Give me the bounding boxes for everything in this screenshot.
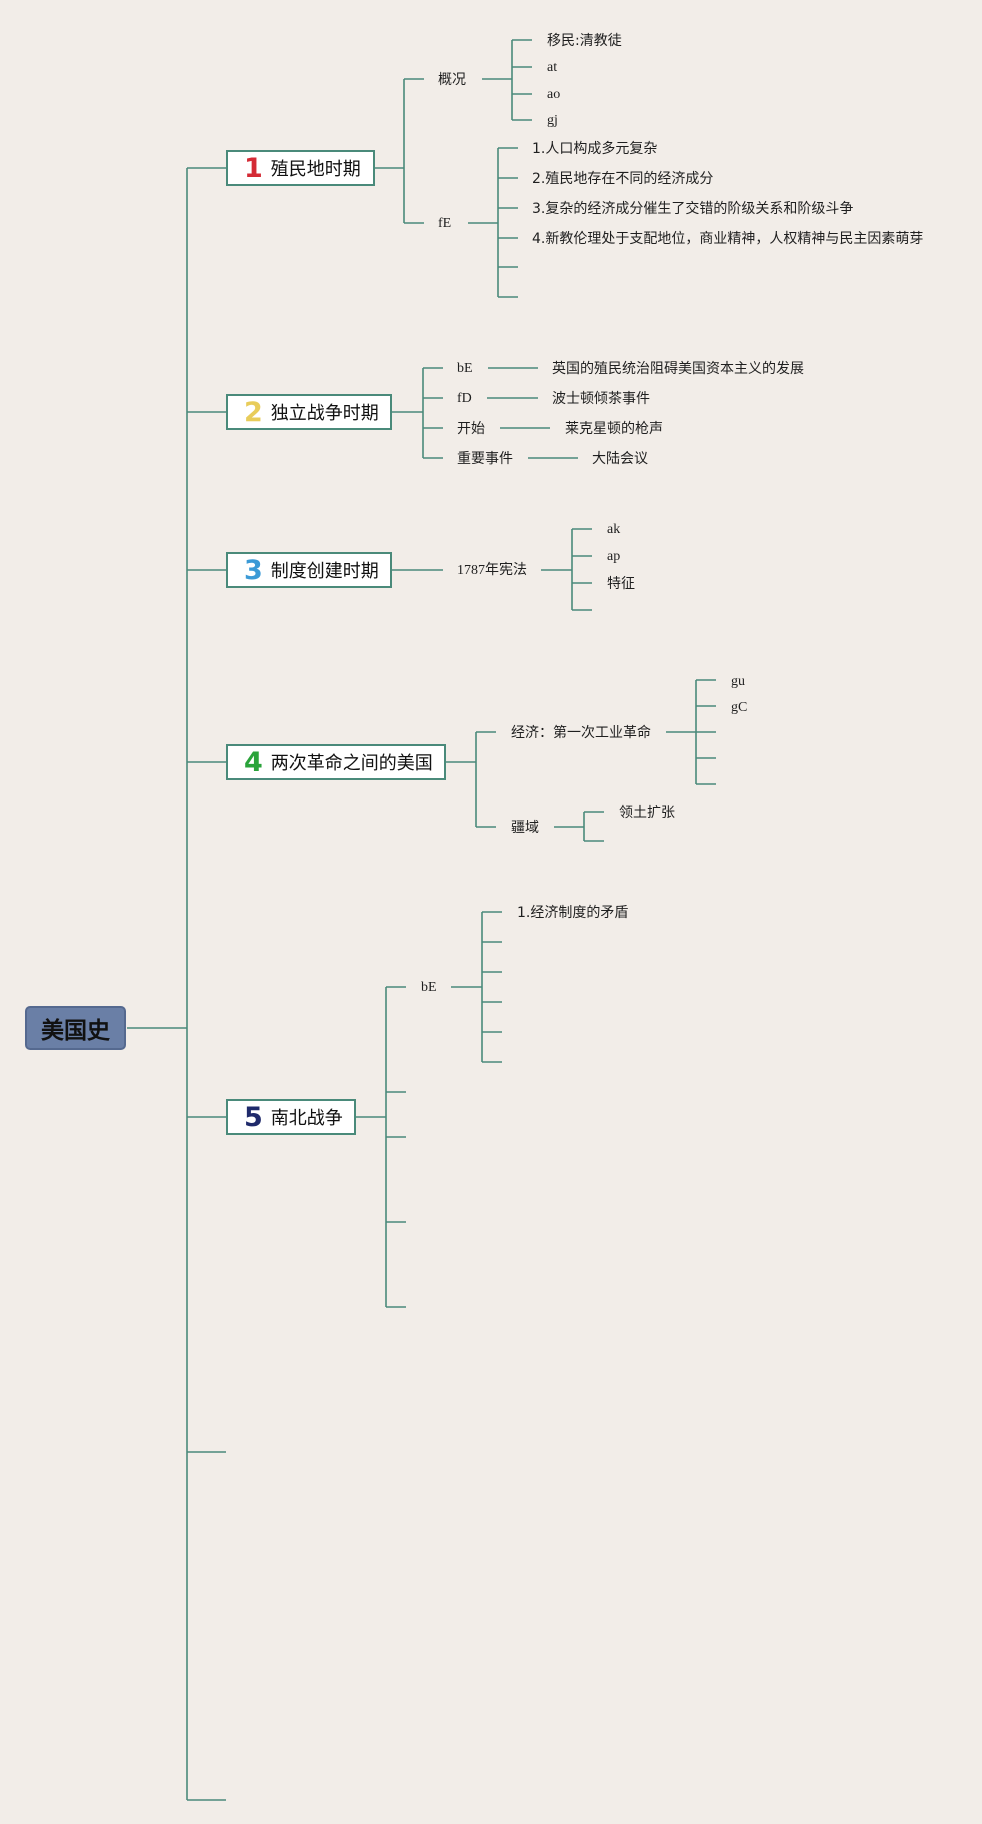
topic-institution-building[interactable]: 3 制度创建时期 (226, 552, 392, 588)
subtopic-fe[interactable]: fE (438, 216, 452, 231)
topic-number: 1 (244, 152, 263, 184)
topic-civil-war[interactable]: 5 南北战争 (226, 1099, 356, 1135)
topic-number: 5 (244, 1101, 263, 1133)
topic-title: 两次革命之间的美国 (270, 753, 433, 774)
fe-item[interactable]: 2.殖民地存在不同的经济成分 (532, 171, 714, 187)
subtopic-key[interactable]: bE (457, 361, 473, 376)
subtopic-key[interactable]: fD (457, 391, 472, 406)
overview-item[interactable]: 移民:清教徒 (547, 33, 622, 49)
topic-number: 4 (244, 746, 263, 778)
topic-independence-war[interactable]: 2 独立战争时期 (226, 394, 392, 430)
subtopic-value[interactable]: 莱克星顿的枪声 (565, 421, 663, 437)
subtopic-key[interactable]: 重要事件 (457, 451, 513, 467)
subtopic-value[interactable]: 大陆会议 (592, 451, 648, 467)
topic-title: 制度创建时期 (270, 561, 379, 582)
subtopic-value[interactable]: 英国的殖民统治阻碍美国资本主义的发展 (552, 361, 804, 377)
topic-number: 2 (244, 396, 263, 428)
overview-item[interactable]: gj (547, 113, 558, 128)
subtopic-be[interactable]: bE (421, 980, 437, 995)
topic-title: 殖民地时期 (270, 159, 361, 180)
subtopic-economy[interactable]: 经济：第一次工业革命 (511, 725, 651, 741)
subtopic-constitution-1787[interactable]: 1787年宪法 (457, 563, 527, 578)
overview-item[interactable]: ao (547, 87, 561, 102)
subtopic-value[interactable]: 波士顿倾茶事件 (552, 391, 650, 407)
fe-item[interactable]: 4.新教伦理处于支配地位，商业精神，人权精神与民主因素萌芽 (532, 231, 924, 247)
subtopic-overview[interactable]: 概况 (438, 72, 466, 88)
subtopic-key[interactable]: 开始 (457, 421, 485, 437)
fe-item[interactable]: 3.复杂的经济成分催生了交错的阶级关系和阶级斗争 (532, 201, 854, 217)
economy-item[interactable]: gu (731, 674, 745, 689)
territory-item[interactable]: 领土扩张 (619, 805, 675, 821)
root-topic[interactable]: 美国史 (25, 1006, 126, 1050)
subtopic-territory[interactable]: 疆域 (511, 820, 539, 836)
fe-item[interactable]: 1.人口构成多元复杂 (532, 141, 658, 157)
overview-item[interactable]: at (547, 60, 558, 75)
topic-title: 独立战争时期 (270, 403, 379, 424)
constitution-item[interactable]: ak (607, 522, 621, 537)
topic-title: 南北战争 (270, 1108, 343, 1129)
topic-number: 3 (244, 554, 263, 586)
topic-between-revolutions[interactable]: 4 两次革命之间的美国 (226, 744, 446, 780)
constitution-item[interactable]: 特征 (607, 576, 635, 592)
constitution-item[interactable]: ap (607, 549, 621, 564)
be-item[interactable]: 1.经济制度的矛盾 (517, 905, 629, 921)
economy-item[interactable]: gC (731, 700, 748, 715)
topic-colonial-period[interactable]: 1 殖民地时期 (226, 150, 375, 186)
